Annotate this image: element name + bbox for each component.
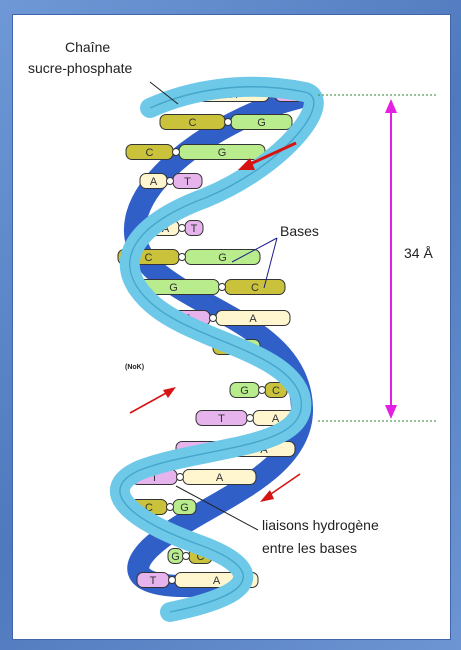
hydrogen-bond-joint [167,504,174,511]
base-letter: G [171,551,180,563]
base-letter: G [218,252,227,264]
base-letter: T [218,413,225,425]
base-letter: G [180,502,189,514]
base-letter: G [169,282,178,294]
bases-label: Bases [280,223,319,239]
base-letter: G [218,147,227,159]
sugar-phosphate-label-line1: Chaîne [65,39,110,55]
hydrogen-bond-joint [169,577,176,584]
base-letter: C [189,117,197,129]
base-letter: G [240,385,249,397]
base-letter: T [191,223,198,235]
base-letter: A [150,176,158,188]
base-letter: T [150,575,157,587]
base-letter: C [272,385,280,397]
hydrogen-bonds-label-line1: liaisons hydrogène [262,517,379,533]
base-letter: G [257,117,266,129]
base-letter: C [251,282,259,294]
base-letter: A [213,575,221,587]
sugar-phosphate-label-line2: sucre-phosphate [28,60,133,76]
base-letter: A [216,472,224,484]
hydrogen-bond-joint [173,149,180,156]
hydrogen-bond-joint [259,387,266,394]
hydrogen-bond-joint [179,225,186,232]
hydrogen-bonds-label-line2: entre les bases [262,540,357,556]
hydrogen-bond-joint [219,284,226,291]
hydrogen-bond-joint [183,553,190,560]
pitch-label: 34 Å [404,245,433,261]
pitch-measure-arrow [385,99,397,419]
hydrogen-bond-joint [210,315,217,322]
base-letter: C [145,252,153,264]
base-letter: T [184,176,191,188]
hydrogen-bond-joint [179,254,186,261]
base-letter: C [146,147,154,159]
strand-direction-arrow-middle [130,387,176,413]
base-letter: A [249,313,257,325]
tiny-mark-label: (NoK) [125,364,144,371]
hydrogen-bond-joint [247,415,254,422]
hydrogen-bond-joint [177,474,184,481]
hydrogen-bond-joint [225,119,232,126]
hydrogen-bond-joint [167,178,174,185]
